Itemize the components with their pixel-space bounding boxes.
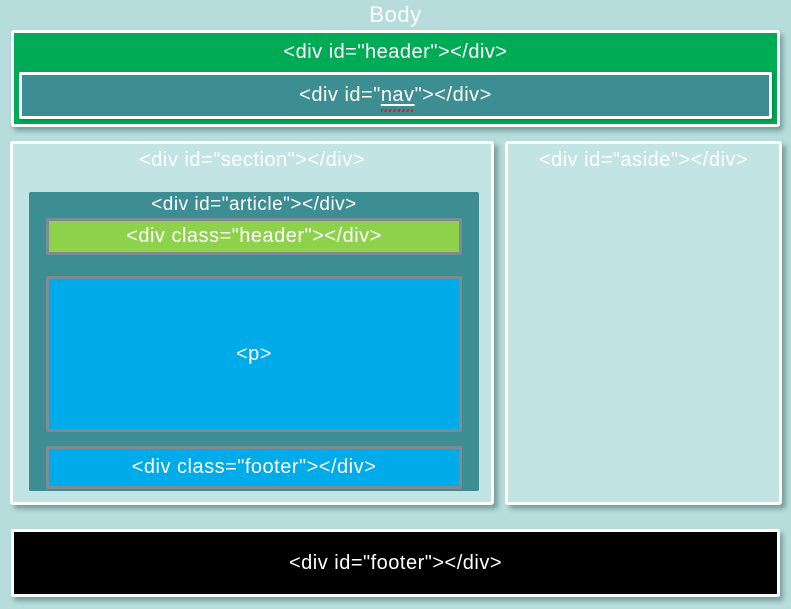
header-div-label: <div id="header"></div> [283, 41, 508, 63]
article-div-label: <div id="article"></div> [151, 194, 357, 215]
footer-div-label: <div id="footer"></div> [288, 552, 503, 574]
nav-label-after: "></div> [414, 84, 492, 106]
article-class-header-label: <div class="header"></div> [126, 225, 382, 247]
section-div-label: <div id="section"></div> [139, 149, 365, 171]
aside-div-label: <div id="aside"></div> [538, 149, 749, 171]
aside-div-box: <div id="aside"></div> [505, 141, 782, 505]
section-div-box: <div id="section"></div> <div id="articl… [10, 141, 494, 505]
header-div-box: <div id="header"></div> <div id="nav"></… [11, 30, 780, 127]
nav-div-label: <div id="nav"></div> [22, 75, 769, 116]
article-class-footer-box: <div class="footer"></div> [46, 446, 462, 489]
paragraph-box: <p> [46, 276, 462, 432]
paragraph-label: <p> [236, 342, 272, 365]
nav-label-before: <div id=" [299, 84, 381, 106]
article-div-box: <div id="article"></div> <div class="hea… [29, 192, 479, 491]
nav-word-spellchecked: nav [380, 84, 415, 106]
body-title: Body [369, 2, 422, 27]
footer-div-box: <div id="footer"></div> [11, 529, 780, 597]
article-class-header-box: <div class="header"></div> [46, 218, 462, 255]
nav-div-box: <div id="nav"></div> [19, 72, 772, 119]
article-class-footer-label: <div class="footer"></div> [131, 456, 377, 478]
